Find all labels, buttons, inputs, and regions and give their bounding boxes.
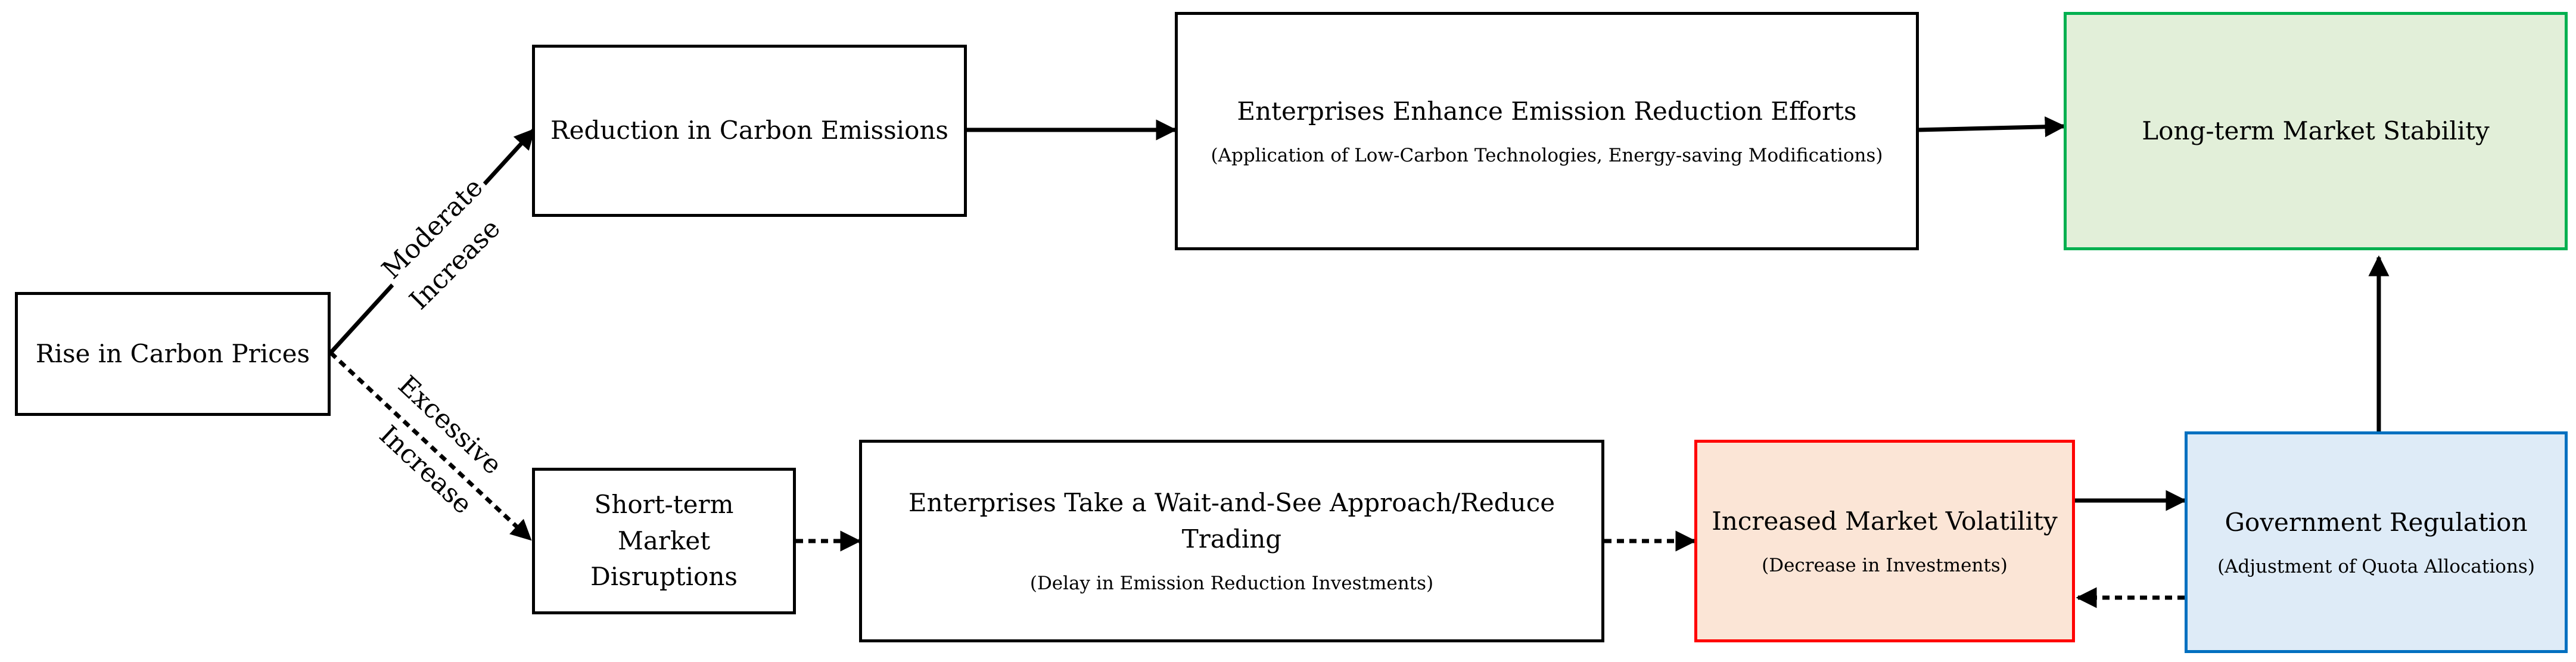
- node-label: Enterprises Take a Wait-and-See Approach…: [908, 488, 1555, 554]
- node-rise-in-carbon-prices: Rise in Carbon Prices: [15, 292, 331, 416]
- node-enterprises-enhance-efforts: Enterprises Enhance Emission Reduction E…: [1175, 12, 1919, 250]
- node-long-term-market-stability: Long-term Market Stability: [2064, 12, 2568, 250]
- node-label: Short-term Market Disruptions: [590, 489, 738, 592]
- node-reduction-in-carbon-emissions: Reduction in Carbon Emissions: [532, 45, 967, 217]
- arrow-enhance-to-stability: [1918, 116, 2066, 138]
- node-sublabel: (Delay in Emission Reduction Investments…: [1029, 573, 1434, 595]
- node-label: Rise in Carbon Prices: [35, 338, 310, 368]
- node-increased-market-volatility: Increased Market Volatility (Decrease in…: [1694, 440, 2075, 642]
- node-label: Long-term Market Stability: [2142, 116, 2490, 145]
- node-label: Government Regulation: [2225, 507, 2528, 537]
- node-label: Enterprises Enhance Emission Reduction E…: [1237, 96, 1857, 126]
- node-sublabel: (Adjustment of Quota Allocations): [2217, 555, 2535, 577]
- node-enterprises-wait-and-see: Enterprises Take a Wait-and-See Approach…: [859, 440, 1604, 642]
- node-sublabel: (Application of Low-Carbon Technologies,…: [1211, 144, 1883, 166]
- node-label: Increased Market Volatility: [1712, 506, 2058, 536]
- node-government-regulation: Government Regulation (Adjustment of Quo…: [2185, 431, 2568, 653]
- node-short-term-market-disruptions: Short-term Market Disruptions: [532, 468, 796, 614]
- arrow-rise-to-disruption: [329, 351, 532, 541]
- node-sublabel: (Decrease in Investments): [1762, 554, 2008, 576]
- node-label: Reduction in Carbon Emissions: [550, 116, 948, 145]
